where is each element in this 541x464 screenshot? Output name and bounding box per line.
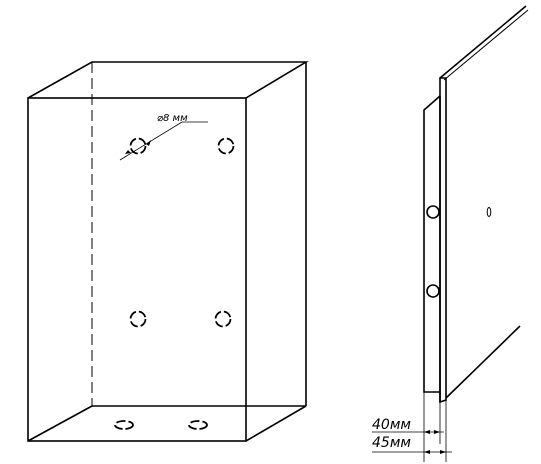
side-hole-top [426, 205, 440, 219]
body-block [423, 95, 441, 393]
dimension-45mm-label: 45мм [372, 435, 411, 451]
hole-diameter-callout: ⌀8 мм [119, 113, 208, 161]
floor-hole-left [114, 420, 134, 430]
wall-line-bottom [445, 325, 521, 399]
hole-diameter-label: ⌀8 мм [157, 113, 188, 124]
floor-hole-right [188, 420, 208, 430]
box-top-face [27, 61, 309, 99]
safe-side-view: 40мм 45мм [372, 5, 529, 462]
dimension-45mm: 45мм [372, 435, 452, 454]
mount-hole-bottom-right [214, 310, 232, 328]
box-bottom-left-edge [27, 405, 93, 442]
mount-hole-bottom-left [129, 310, 147, 328]
box-front-face [27, 97, 247, 442]
safe-box-perspective: ⌀8 мм [27, 61, 309, 442]
wall-line-top [439, 5, 527, 79]
dimension-40mm: 40мм [372, 417, 444, 434]
dimension-40mm-label: 40мм [372, 417, 411, 433]
mount-hole-top-right [217, 137, 235, 155]
side-hole-bottom [426, 284, 440, 298]
wall-line-top-inner [443, 9, 529, 81]
mount-hole-top-left [129, 137, 147, 155]
box-bottom-right-edge [245, 405, 307, 442]
keyhole-slot [486, 207, 492, 217]
door-panel [439, 77, 447, 404]
